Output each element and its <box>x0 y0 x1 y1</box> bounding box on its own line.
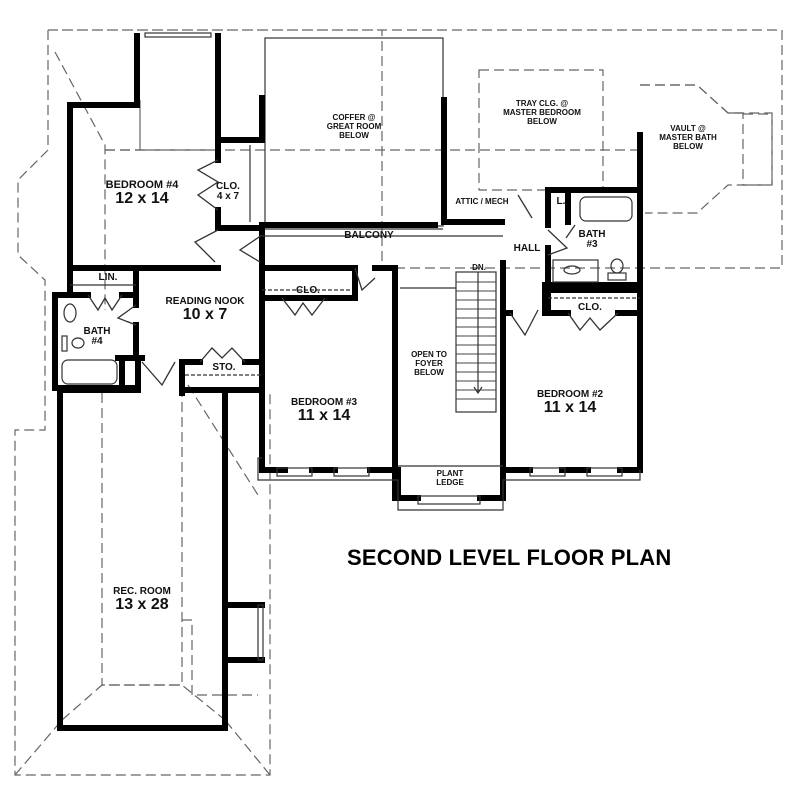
room-number: #3 <box>586 239 598 250</box>
room-balcony[interactable]: BALCONY <box>344 231 393 241</box>
room-bedroom-3[interactable]: BEDROOM #3 11 x 14 <box>291 398 357 424</box>
room-name: LIN. <box>98 272 118 283</box>
note-line: COFFER @ <box>332 113 376 122</box>
note-line: LEDGE <box>436 478 464 488</box>
note-line: BELOW <box>414 368 444 378</box>
room-name: READING NOOK <box>165 296 245 307</box>
room-name: CLO. <box>296 285 320 296</box>
room-name: STO. <box>212 362 236 373</box>
room-dimensions: 11 x 14 <box>543 399 597 416</box>
room-dimensions: 10 x 7 <box>182 306 228 323</box>
room-dimensions: 4 x 7 <box>216 191 240 202</box>
room-name: BEDROOM #4 <box>105 179 179 191</box>
room-closet-3[interactable]: CLO. <box>296 286 320 296</box>
room-bedroom-4[interactable]: BEDROOM #4 12 x 14 <box>106 180 179 207</box>
room-hall[interactable]: HALL <box>514 244 541 254</box>
note-plant-ledge: PLANT LEDGE <box>436 469 464 487</box>
note-line: FOYER <box>415 359 443 369</box>
room-linen-3[interactable]: L. <box>557 197 566 207</box>
room-name: CLO. <box>216 181 240 192</box>
note-line: MASTER BATH <box>659 133 717 143</box>
room-bath-4[interactable]: BATH #4 <box>83 327 110 347</box>
room-name: L. <box>556 196 566 207</box>
room-bedroom-2[interactable]: BEDROOM #2 11 x 14 <box>537 390 603 416</box>
room-closet-4[interactable]: CLO. 4 x 7 <box>216 182 240 202</box>
room-name: BALCONY <box>344 230 394 241</box>
room-storage[interactable]: STO. <box>212 363 235 373</box>
note-coffer: COFFER @ GREAT ROOM BELOW <box>327 113 382 141</box>
room-name: BEDROOM #2 <box>536 389 604 400</box>
room-dimensions: 12 x 14 <box>115 190 169 207</box>
room-name: BATH <box>578 229 606 240</box>
note-tray-ceiling: TRAY CLG. @ MASTER BEDROOM BELOW <box>503 99 581 127</box>
note-line: GREAT ROOM <box>326 122 382 132</box>
exterior-walls <box>52 33 643 731</box>
room-name: REC. ROOM <box>113 586 171 597</box>
room-number: #4 <box>91 336 103 347</box>
floor-plan-title: SECOND LEVEL FLOOR PLAN <box>347 545 672 570</box>
room-dimensions: 11 x 14 <box>297 407 351 424</box>
room-attic-mech[interactable]: ATTIC / MECH <box>455 198 508 206</box>
room-closet-2[interactable]: CLO. <box>578 303 602 313</box>
room-name: CLO. <box>578 302 602 313</box>
note-line: MASTER BEDROOM <box>503 108 581 118</box>
room-name: BEDROOM #3 <box>290 397 358 408</box>
note-line: BELOW <box>673 142 703 152</box>
note-line: DN. <box>472 263 486 272</box>
note-line: BELOW <box>339 131 369 141</box>
room-name: ATTIC / MECH <box>455 197 509 206</box>
room-bath-3[interactable]: BATH #3 <box>578 230 605 250</box>
note-line: TRAY CLG. @ <box>515 99 569 108</box>
stair-down-label: DN. <box>472 263 486 272</box>
note-line: PLANT <box>436 469 464 478</box>
note-open-to-foyer: OPEN TO FOYER BELOW <box>411 350 447 378</box>
note-line: BELOW <box>527 117 557 127</box>
room-name: BATH <box>83 326 111 337</box>
room-dimensions: 13 x 28 <box>115 596 169 613</box>
room-reading-nook[interactable]: READING NOOK 10 x 7 <box>166 297 245 323</box>
note-vault: VAULT @ MASTER BATH BELOW <box>659 124 717 152</box>
room-linen[interactable]: LIN. <box>99 273 118 283</box>
note-line: OPEN TO <box>411 350 447 359</box>
note-line: VAULT @ <box>670 124 706 133</box>
room-rec-room[interactable]: REC. ROOM 13 x 28 <box>113 587 171 613</box>
room-name: HALL <box>513 243 541 254</box>
